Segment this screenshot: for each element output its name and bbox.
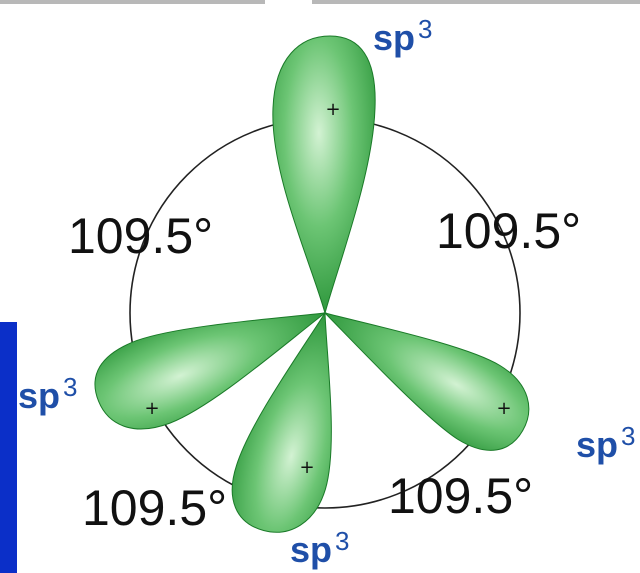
plus-sign-right: +: [496, 398, 511, 419]
angle-label-upper-left: 109.5°: [68, 208, 213, 264]
orbital-lobe-bottom: [231, 311, 332, 533]
orbital-lobe-top: [272, 35, 376, 315]
angle-label-lower-left: 109.5°: [82, 480, 227, 536]
plus-sign-left: +: [144, 398, 159, 419]
orbital-lobe-right: [323, 312, 530, 451]
plus-sign-bottom: +: [299, 457, 314, 478]
angle-label-upper-right: 109.5°: [436, 203, 581, 259]
angle-label-lower-right: 109.5°: [388, 468, 533, 524]
side-bar: [0, 322, 17, 573]
orbital-lobe-left: [94, 312, 327, 430]
plus-sign-top: +: [325, 99, 340, 120]
top-edge-fragment-left: [0, 0, 265, 4]
top-edge-fragment-right: [312, 0, 640, 4]
